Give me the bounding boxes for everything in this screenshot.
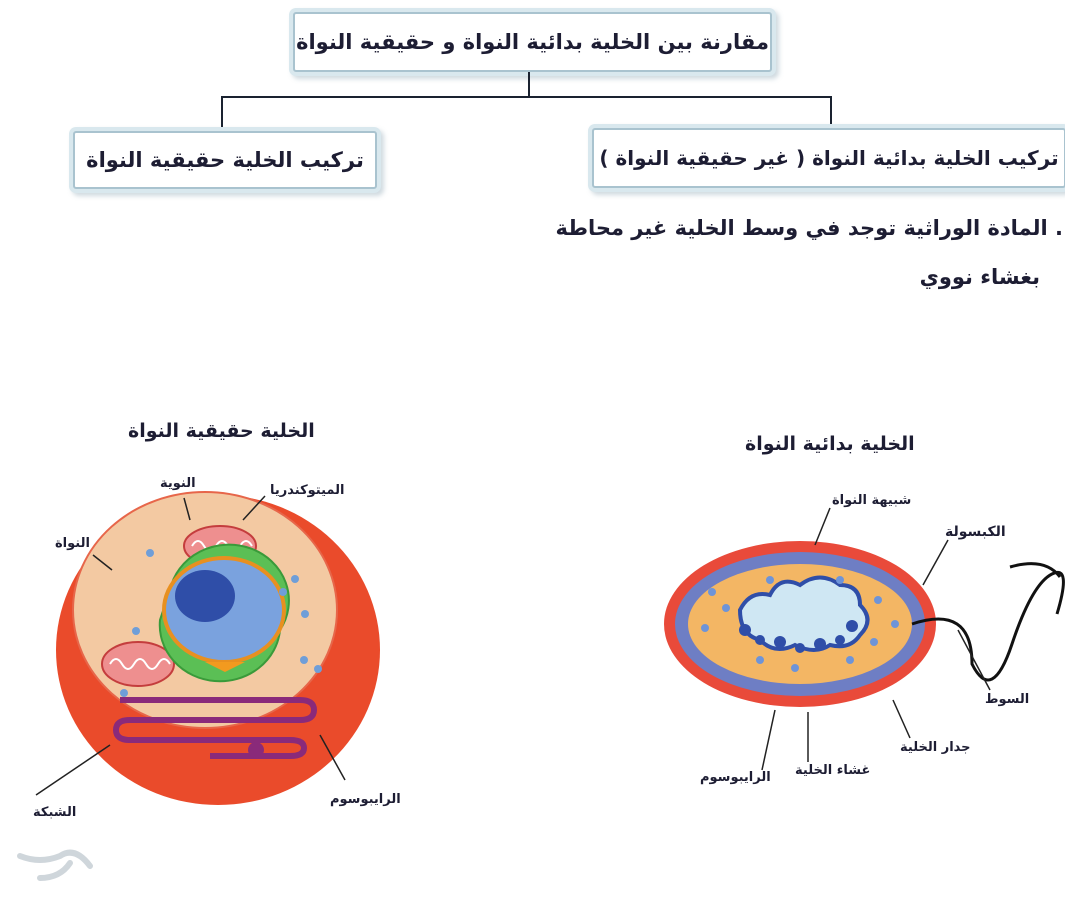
connector-right-drop xyxy=(830,96,832,128)
nucleolus xyxy=(175,570,235,622)
connector-horizontal xyxy=(221,96,832,98)
label-reticulum: الشبكة xyxy=(33,805,76,820)
eukaryote-branch-text: تركيب الخلية حقيقية النواة xyxy=(86,148,364,172)
cytoplasm-prokaryote xyxy=(688,564,912,684)
eukaryote-diagram-title: الخلية حقيقية النواة xyxy=(128,420,315,442)
description-bullet: . xyxy=(1055,216,1063,240)
mitochondrion-bottom-cristae xyxy=(110,659,170,669)
vesicle xyxy=(248,742,264,758)
connector-stem xyxy=(528,72,530,98)
mitochondrion-top xyxy=(184,526,256,566)
title-text: مقارنة بين الخلية بدائية النواة و حقيقية… xyxy=(296,30,769,54)
ribosome-dots xyxy=(120,549,322,697)
label-capsule: الكبسولة xyxy=(945,524,1006,540)
nucleus xyxy=(164,558,284,662)
label-nucleolus: النوية xyxy=(160,476,196,491)
label-eukaryote-ribosome: الرايبوسوم xyxy=(330,792,401,807)
cell-base-red xyxy=(56,495,380,805)
title-box: مقارنة بين الخلية بدائية النواة و حقيقية… xyxy=(293,12,772,72)
eukaryote-branch-box: تركيب الخلية حقيقية النواة xyxy=(73,131,377,189)
description-line-1-text: المادة الوراثية توجد في وسط الخلية غير م… xyxy=(555,216,1047,240)
label-nucleus: النواة xyxy=(55,536,90,551)
nucleoid-dna xyxy=(739,620,858,653)
mitochondrion-bottom xyxy=(102,642,174,686)
prokaryote-diagram-title: الخلية بدائية النواة xyxy=(745,433,915,455)
label-mitochondria: الميتوكندريا xyxy=(270,483,344,498)
cell-wall xyxy=(675,552,925,696)
label-cell-wall: جدار الخلية xyxy=(900,740,971,755)
golgi-reticulum xyxy=(116,700,314,756)
label-prokaryote-ribosome: الرايبوسوم xyxy=(700,770,771,785)
flagellum xyxy=(912,572,1063,680)
cytoplasm xyxy=(73,492,337,728)
endoplasmic-reticulum-green xyxy=(160,545,289,682)
label-nucleoid: شبيهة النواة xyxy=(832,493,911,508)
mitochondrion-top-cristae xyxy=(192,541,252,551)
description-line-2: بغشاء نووي xyxy=(920,265,1040,289)
nucleoid xyxy=(740,578,868,651)
prokaryote-branch-box: تركيب الخلية بدائية النواة ( غير حقيقية … xyxy=(592,128,1065,188)
capsule xyxy=(664,541,936,707)
prokaryote-branch-text: تركيب الخلية بدائية النواة ( غير حقيقية … xyxy=(599,146,1058,170)
label-cell-membrane: غشاء الخلية xyxy=(795,763,870,778)
description-line-2-text: بغشاء نووي xyxy=(920,265,1040,289)
flagellum-tail xyxy=(1010,564,1060,577)
label-flagellum: السوط xyxy=(985,692,1029,707)
prokaryote-ribosomes xyxy=(701,576,899,672)
prokaryote-leader-lines xyxy=(762,508,990,770)
nucleus-pore xyxy=(205,662,245,672)
description-line-1: . المادة الوراثية توجد في وسط الخلية غير… xyxy=(555,216,1063,240)
connector-left-drop xyxy=(221,96,223,128)
